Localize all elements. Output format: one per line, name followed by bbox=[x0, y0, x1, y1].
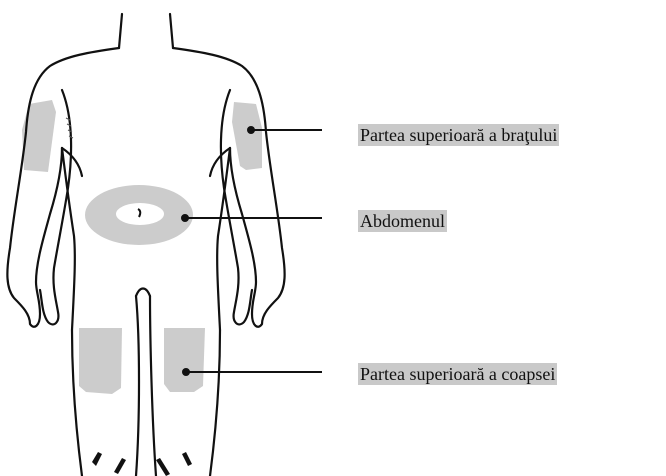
left-knee-mark-outer bbox=[92, 452, 102, 466]
body-outline bbox=[7, 14, 284, 476]
abdomen-leader-dot bbox=[182, 215, 188, 221]
crotch-line-right bbox=[150, 296, 156, 476]
left-knee-mark-inner bbox=[114, 458, 126, 474]
abdomen-label: Abdomenul bbox=[358, 210, 447, 232]
upper-thigh-label: Partea superioară a coapsei bbox=[358, 363, 557, 385]
torso-left-side bbox=[62, 148, 75, 330]
left-upper-arm-area bbox=[22, 100, 56, 172]
knee-marks bbox=[92, 452, 192, 476]
torso-right-side bbox=[217, 148, 230, 330]
neck-left-line bbox=[119, 14, 122, 48]
left-arm-outer-outline bbox=[7, 48, 119, 327]
crotch-top bbox=[136, 289, 150, 297]
right-knee-mark-inner bbox=[156, 458, 170, 476]
right-leg-outer bbox=[210, 330, 220, 476]
left-thigh-area bbox=[79, 328, 122, 394]
crotch-line bbox=[136, 296, 139, 476]
thigh-leader-dot bbox=[183, 369, 189, 375]
right-thigh-area bbox=[164, 328, 205, 392]
right-upper-arm-area bbox=[232, 102, 262, 170]
upper-arm-label: Partea superioară a braţului bbox=[358, 124, 559, 146]
arm-leader-dot bbox=[248, 127, 254, 133]
right-arm-outer-outline bbox=[173, 48, 285, 327]
right-knee-mark-outer bbox=[182, 452, 192, 466]
neck-right-line bbox=[170, 14, 173, 48]
